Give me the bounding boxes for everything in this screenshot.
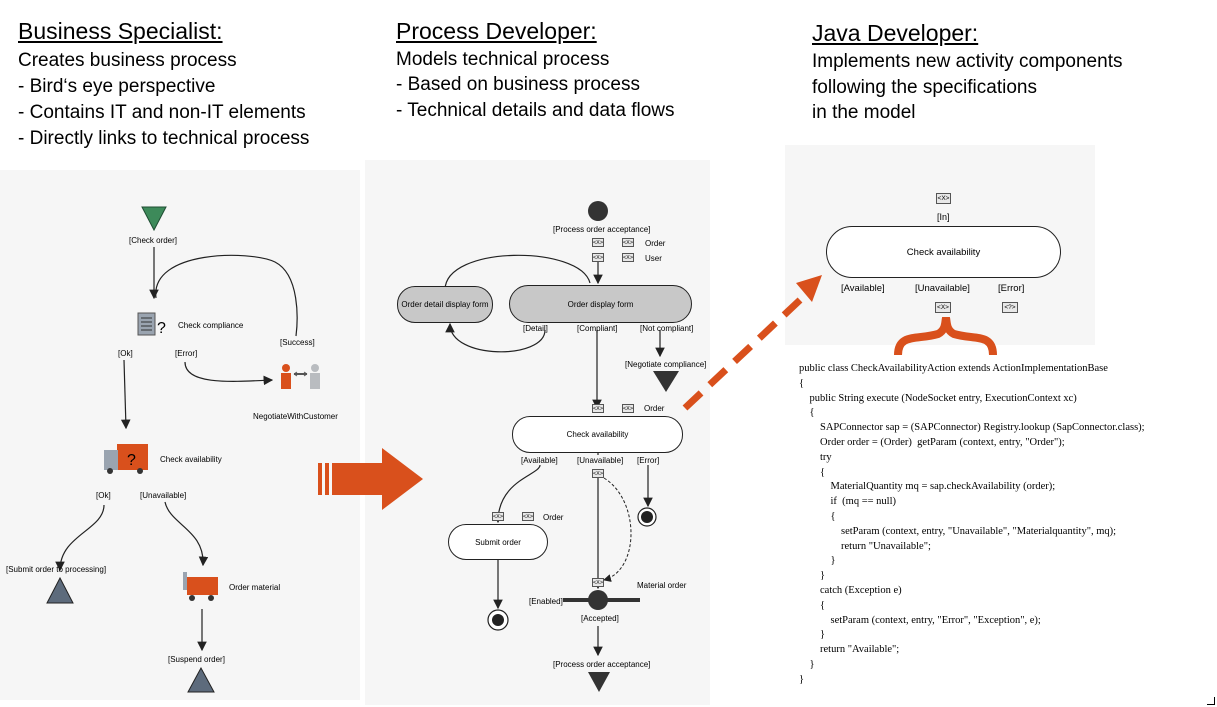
svg-text:?: ? <box>157 320 166 337</box>
x-token: <X> <box>622 253 634 262</box>
enabled-label: [Enabled] <box>529 597 563 606</box>
big-right-arrow <box>318 448 423 510</box>
negotiate-compliance-label: [Negotiate compliance] <box>625 360 707 369</box>
check-availability-label: Check availability <box>160 455 222 464</box>
negotiate-label: NegotiateWithCustomer <box>253 412 338 421</box>
accepted-label: [Accepted] <box>581 614 619 623</box>
document-question-icon: ? <box>137 312 166 337</box>
x-token: <X> <box>592 469 604 478</box>
x-token: <X> <box>622 404 634 413</box>
java-code-listing: public class CheckAvailabilityAction ext… <box>799 363 1145 685</box>
compliant-label: [Compliant] <box>577 324 618 333</box>
corner-mark <box>1207 697 1215 705</box>
check-compliance-label: Check compliance <box>178 321 244 330</box>
check-availability-node[interactable]: Check availability <box>512 416 683 453</box>
business-line-1: Creates business process <box>18 50 237 71</box>
process-end-triangle <box>588 672 610 692</box>
order-detail-form-node[interactable]: Order detail display form <box>397 286 493 323</box>
business-line-3: - Contains IT and non-IT elements <box>18 102 306 123</box>
java-error-label: [Error] <box>998 283 1025 294</box>
unavailable-label: [Unavailable] <box>140 491 187 500</box>
process-heading: Process Developer: <box>396 18 597 44</box>
process-start-node <box>588 201 608 221</box>
java-available-label: [Available] <box>841 283 885 294</box>
java-line-1: Implements new activity components <box>812 51 1123 72</box>
x-token: <X> <box>592 578 604 587</box>
available-label: [Available] <box>521 456 558 465</box>
in-label: [In] <box>937 212 950 222</box>
svg-text:?: ? <box>127 452 136 469</box>
submit-label: [Submit order to processing] <box>6 565 107 574</box>
java-line-2: following the specifications <box>812 77 1037 98</box>
detail-label: [Detail] <box>523 324 548 333</box>
process-start-label: [Process order acceptance] <box>553 225 651 234</box>
x-token: <X> <box>592 238 604 247</box>
order-material-label: Order material <box>229 583 281 592</box>
x-token: <X> <box>492 512 504 521</box>
x-token: <X> <box>592 404 604 413</box>
business-heading: Business Specialist: <box>18 18 223 44</box>
order-display-form-node[interactable]: Order display form <box>509 285 692 323</box>
business-line-2: - Bird‘s eye perspective <box>18 76 216 97</box>
material-order-label: Material order <box>637 581 687 590</box>
check-order-label: [Check order] <box>129 236 178 245</box>
business-line-4: - Directly links to technical process <box>18 128 310 149</box>
order-pin-label: Order <box>645 239 666 248</box>
submit-order-node[interactable]: Submit order <box>448 524 548 560</box>
brace-icon <box>894 317 997 356</box>
java-unavailable-label: [Unavailable] <box>915 283 970 294</box>
end-triangle-icon-2 <box>187 666 215 693</box>
people-negotiate-icon <box>281 364 320 389</box>
java-check-availability-node[interactable]: Check availability <box>826 226 1061 278</box>
java-heading: Java Developer: <box>812 20 979 46</box>
suspend-label: [Suspend order] <box>168 655 225 664</box>
process-line-3: - Technical details and data flows <box>396 100 675 121</box>
dashed-link-arrow <box>682 275 822 411</box>
business-diagram-panel <box>0 170 360 700</box>
x-token: <X> <box>522 512 534 521</box>
x-token: <X> <box>592 253 604 262</box>
unavailable-label: [Unavailable] <box>577 456 624 465</box>
process-line-2: - Based on business process <box>396 74 640 95</box>
process-end-label: [Process order acceptance] <box>553 660 651 669</box>
material-order-node <box>588 590 608 610</box>
cart-icon <box>183 572 218 601</box>
x-token: <X> <box>935 302 951 313</box>
x-token: <X> <box>936 193 951 204</box>
ok-label-1: [Ok] <box>118 349 133 358</box>
java-line-3: in the model <box>812 102 916 123</box>
order-pin-label-3: Order <box>543 513 564 522</box>
end-triangle-icon <box>46 576 74 604</box>
error-label: [Error] <box>175 349 198 358</box>
error-label: [Error] <box>637 456 660 465</box>
x-token: <X> <box>622 238 634 247</box>
order-pin-label-2: Order <box>644 404 665 413</box>
negotiate-end-triangle <box>653 371 679 392</box>
ok-label-2: [Ok] <box>96 491 111 500</box>
process-line-1: Models technical process <box>396 49 610 70</box>
user-pin-label: User <box>645 254 662 263</box>
truck-question-icon: ? <box>104 444 148 474</box>
success-label: [Success] <box>280 338 315 347</box>
q-token: <?> <box>1002 302 1018 313</box>
not-compliant-label: [Not compliant] <box>640 324 694 333</box>
start-triangle-icon <box>141 206 167 232</box>
